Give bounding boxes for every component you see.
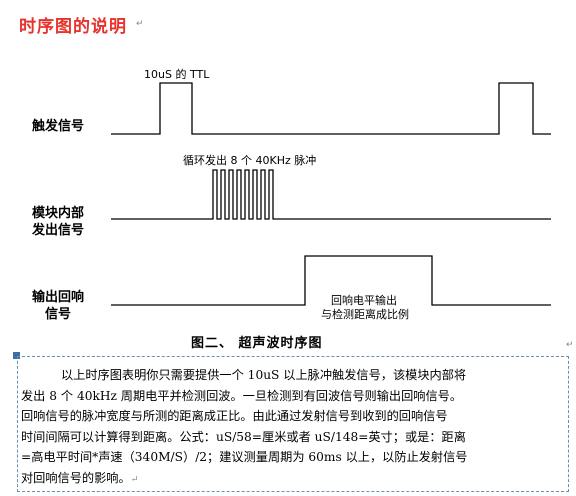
figure-caption: 图二、 超声波时序图: [191, 336, 323, 351]
trigger-waveform: [111, 82, 551, 135]
description-text: 以上时序图表明你只需要提供一个 10uS 以上脉冲触发信号，该模块内部将 发出 …: [21, 365, 565, 490]
description-line: =高电平时间*声速（340M/S）/2；建议测量周期为 60ms 以上，以防止发…: [21, 450, 468, 464]
module-label-line-1: 模块内部: [32, 206, 85, 221]
burst-annotation: 循环发出 8 个 40KHz 脉冲: [183, 154, 317, 167]
description-line: 回响信号的脉冲宽度与所测的距离成正比。由此通过发射信号到收到的回响信号: [21, 409, 448, 423]
trigger-label-line: 触发信号: [32, 119, 85, 134]
page-title: 时序图的说明: [19, 17, 127, 37]
trigger-signal-label: 触发信号: [32, 118, 84, 135]
description-line: 发出 8 个 40kHz 周期电平并检测回波。一旦检测到有回波信号则输出回响信号…: [21, 388, 463, 403]
paragraph-mark: ↵: [136, 19, 144, 29]
description-textbox[interactable]: [17, 356, 569, 492]
echo-annotation-line-1: 回响电平输出: [331, 294, 397, 307]
echo-signal-label: 输出回响 信号: [32, 289, 84, 323]
description-line-text: 对回响信号的影响。: [21, 470, 131, 485]
ttl-annotation: 10uS 的 TTL: [144, 68, 210, 81]
burst-waveform: [111, 169, 551, 220]
echo-label-line-2: 信号: [45, 307, 72, 322]
module-label-line-2: 发出信号: [32, 223, 85, 238]
module-signal-label: 模块内部 发出信号: [32, 205, 84, 239]
textbox-anchor-handle[interactable]: [13, 352, 20, 359]
description-line: 时间间隔可以计算得到距离。公式：uS/58=厘米或者 uS/148=英寸；或是：…: [21, 429, 466, 444]
echo-annotation-line-2: 与检测距离成比例: [321, 308, 409, 321]
caption-paragraph-mark: ↵: [566, 340, 574, 350]
description-line: 对回响信号的影响。↵: [21, 468, 565, 491]
echo-waveform: [111, 255, 551, 306]
echo-annotation: 回响电平输出 与检测距离成比例: [321, 294, 409, 322]
timing-diagram: [111, 82, 551, 306]
echo-label-line-1: 输出回响: [32, 290, 85, 305]
description-line: 以上时序图表明你只需要提供一个 10uS 以上脉冲触发信号，该模块内部将: [61, 368, 467, 382]
end-paragraph-mark: ↵: [130, 474, 139, 485]
